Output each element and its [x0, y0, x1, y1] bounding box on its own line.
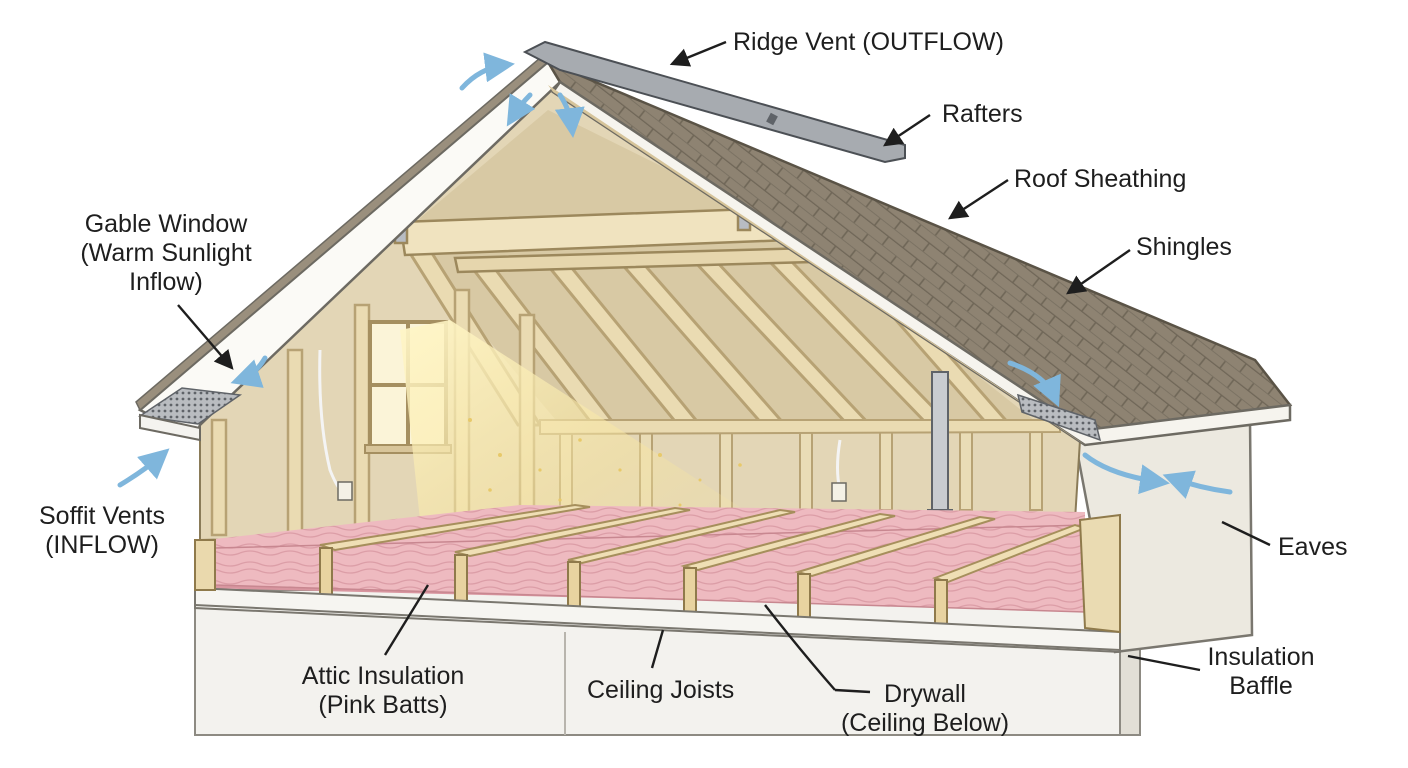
ridge-vent: [522, 40, 906, 164]
label-attic-insulation-line2: (Pink Batts): [318, 691, 448, 719]
label-soffit-vents-line2: (INFLOW): [45, 531, 159, 559]
label-roof-sheathing: Roof Sheathing: [1014, 165, 1187, 193]
label-rafters: Rafters: [942, 100, 1023, 128]
label-insulation-baffle-line2: Baffle: [1229, 672, 1293, 700]
label-soffit-vents-line1: Soffit Vents: [38, 502, 165, 530]
label-drywall: Drywall (Ceiling Below): [830, 680, 1020, 738]
label-insulation-baffle-line1: Insulation: [1207, 643, 1315, 671]
outlet-box: [831, 482, 847, 502]
label-shingles: Shingles: [1136, 233, 1232, 261]
soffit-vent-left: [137, 387, 243, 425]
label-ridge-vent: Ridge Vent (OUTFLOW): [733, 28, 1004, 56]
leader-lines: [177, 40, 1271, 694]
label-ceiling-joists: Ceiling Joists: [587, 676, 735, 704]
label-gable-window-line1: Gable Window: [84, 210, 248, 238]
vent-pipe: [927, 371, 953, 523]
airflow-arrows: [117, 52, 1233, 499]
insulation-layer: [200, 505, 1086, 613]
label-drywall-line2: (Ceiling Below): [840, 709, 1010, 737]
dust-particles: [468, 418, 742, 512]
label-gable-window-line3: Inflow): [129, 268, 203, 296]
label-insulation-baffle: Insulation Baffle: [1196, 643, 1326, 701]
drywall-edge: [194, 586, 1121, 654]
label-eaves: Eaves: [1278, 533, 1348, 561]
label-gable-window-line2: (Warm Sunlight: [80, 239, 252, 267]
outlet-box: [337, 481, 353, 501]
label-soffit-vents: Soffit Vents (INFLOW): [22, 502, 182, 560]
label-drywall-line1: Drywall: [884, 680, 966, 708]
label-gable-window: Gable Window (Warm Sunlight Inflow): [66, 210, 266, 297]
label-attic-insulation: Attic Insulation (Pink Batts): [288, 662, 478, 720]
label-attic-insulation-line1: Attic Insulation: [301, 662, 465, 690]
